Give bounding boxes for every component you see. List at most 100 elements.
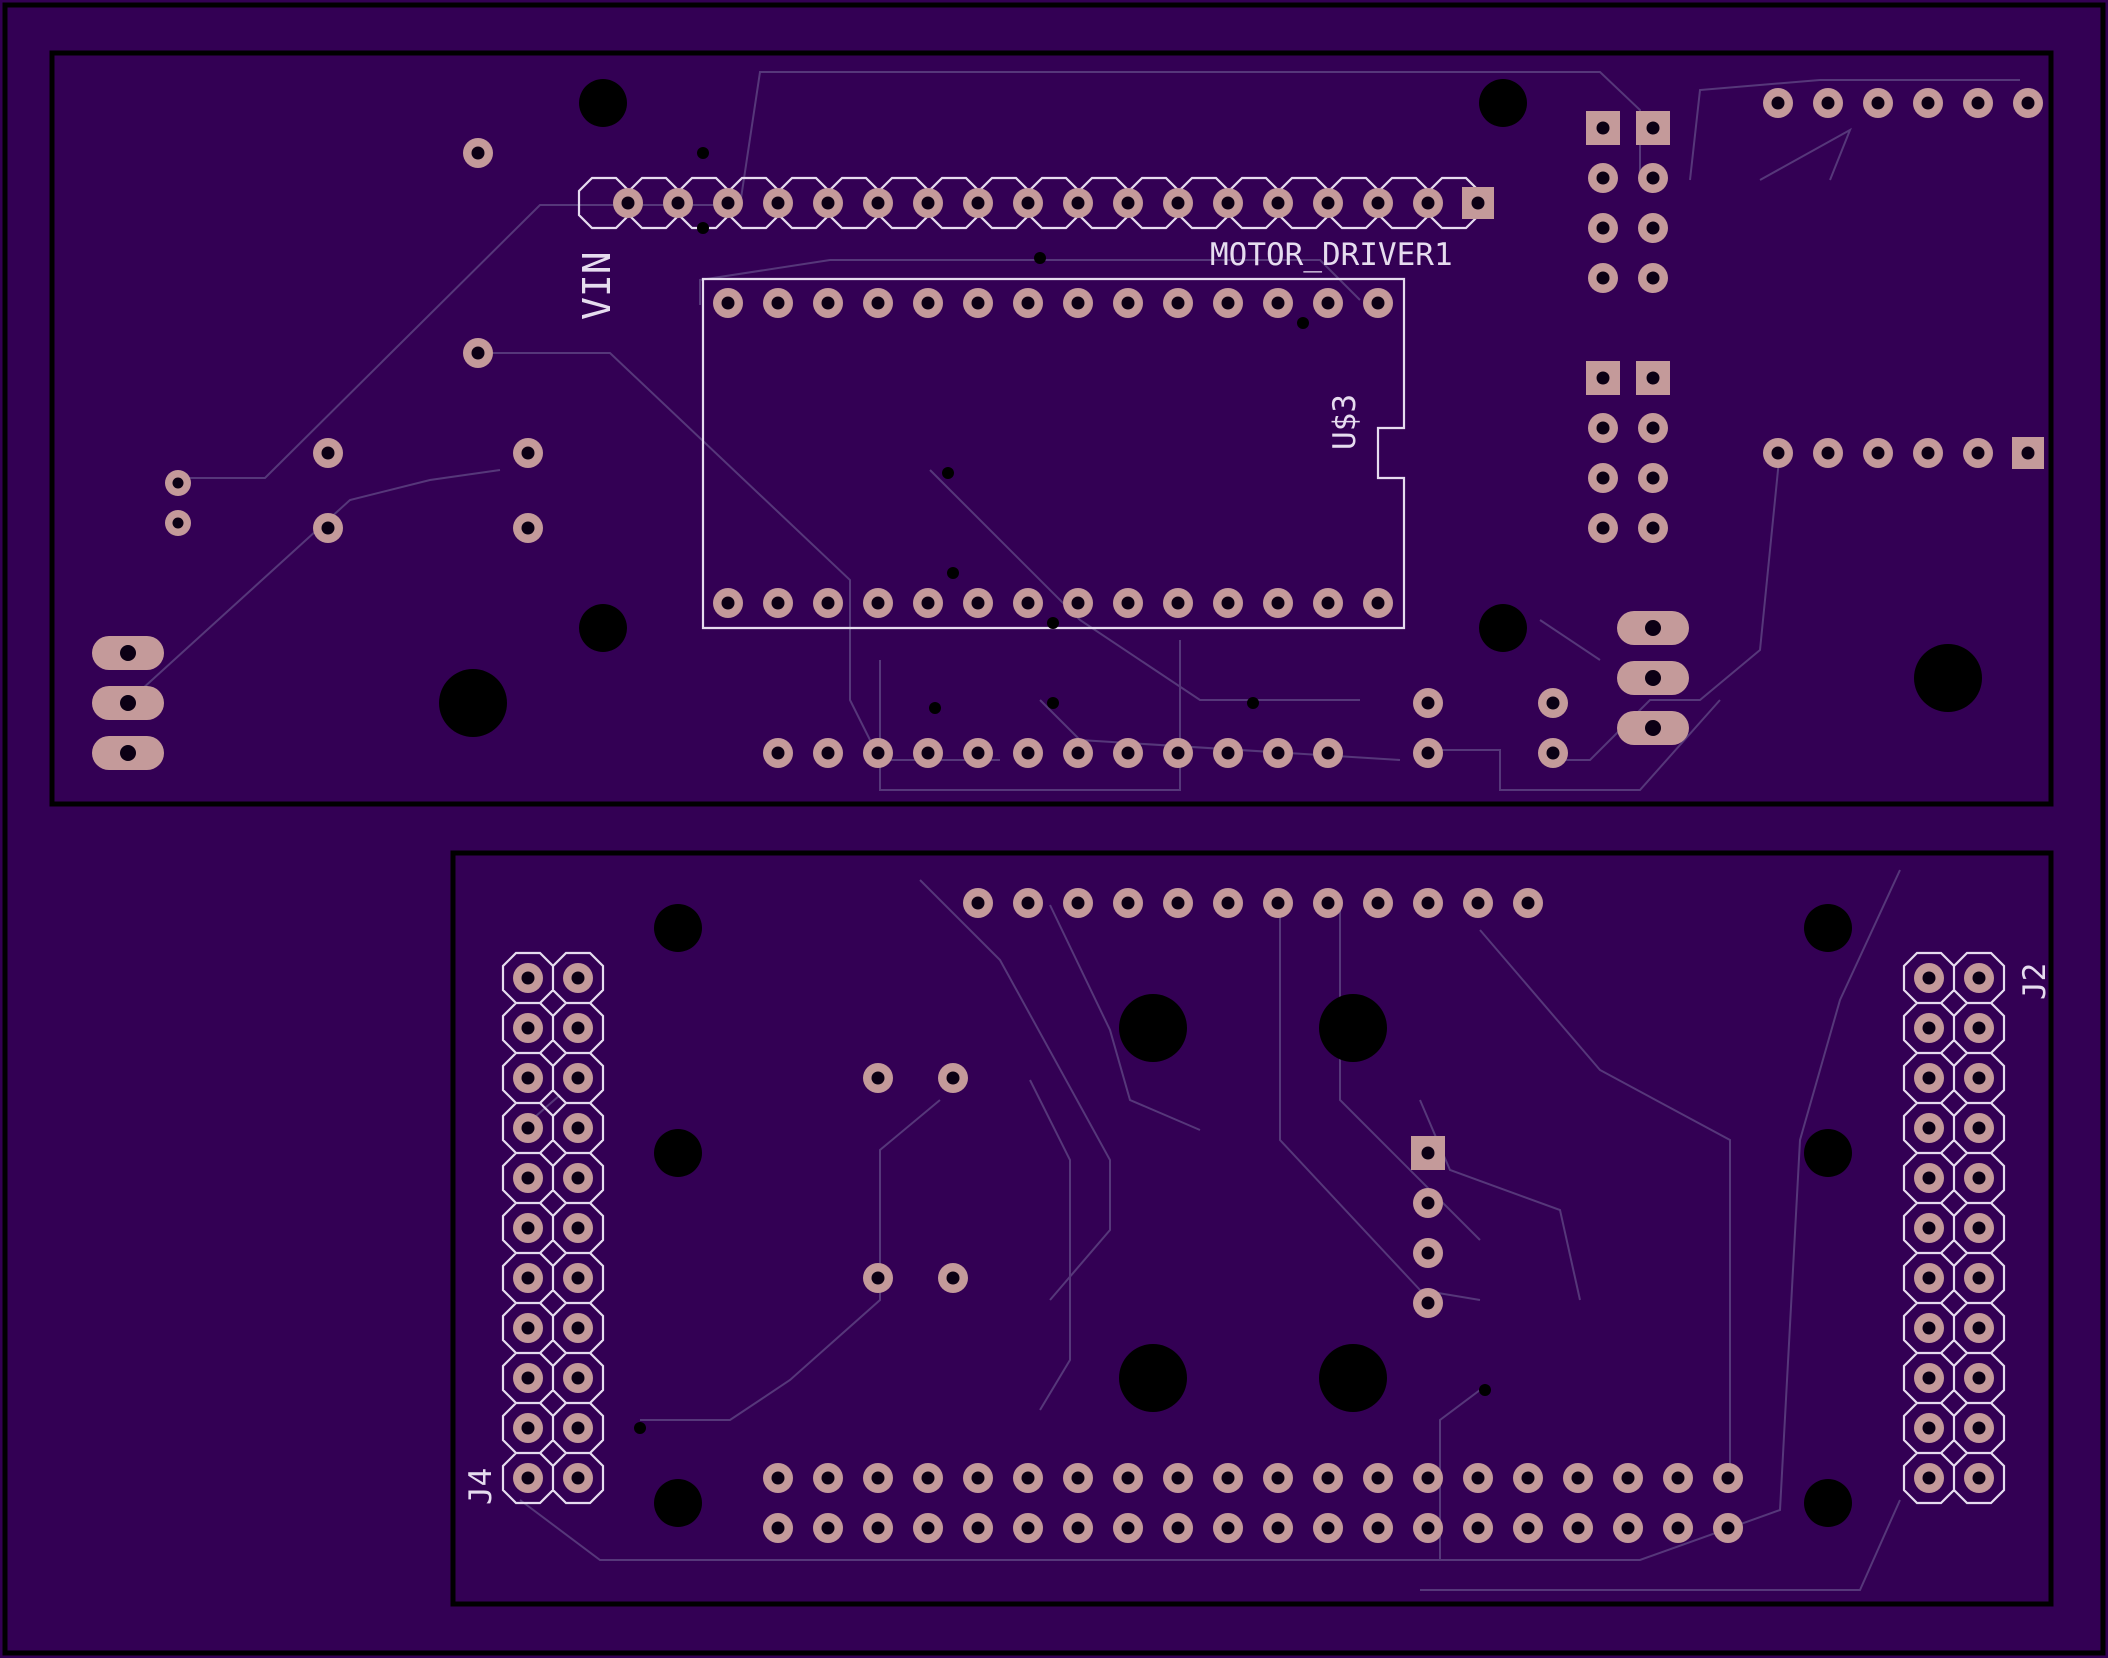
mounting-hole <box>439 669 507 737</box>
pad-drill <box>1922 1171 1936 1185</box>
mounting-hole <box>1119 994 1187 1062</box>
pad-drill <box>771 196 785 210</box>
pad-drill <box>1546 746 1560 760</box>
pad-drill <box>1921 96 1935 110</box>
pad-drill <box>1221 296 1235 310</box>
pad-drill <box>571 1121 585 1135</box>
pad-drill <box>1922 1321 1936 1335</box>
pad-drill <box>1371 596 1385 610</box>
pad-drill <box>1471 1471 1485 1485</box>
pad-drill <box>1271 746 1285 760</box>
pad-drill <box>921 1521 935 1535</box>
pad-drill <box>921 1471 935 1485</box>
pad-drill <box>1121 896 1135 910</box>
u3-outline <box>701 277 1406 630</box>
pad-drill <box>1021 296 1035 310</box>
pad-drill <box>1421 746 1435 760</box>
mounting-hole <box>654 904 702 952</box>
pad-drill <box>1171 1471 1185 1485</box>
pad-drill <box>321 521 335 535</box>
pad-drill <box>1171 596 1185 610</box>
pad-drill <box>571 1021 585 1035</box>
pad-drill <box>971 746 985 760</box>
pad-drill <box>1121 296 1135 310</box>
upper-board-outline <box>49 50 2054 807</box>
pad-drill <box>971 896 985 910</box>
mounting-hole <box>1914 644 1982 712</box>
pad-drill <box>571 1271 585 1285</box>
j2-label: J2 <box>2017 963 2053 1000</box>
pad-drill <box>2021 446 2035 460</box>
via <box>929 702 941 714</box>
pad-drill <box>821 296 835 310</box>
pad-drill <box>1321 596 1335 610</box>
pad-drill <box>1596 371 1610 385</box>
via <box>697 147 709 159</box>
pad-drill <box>172 477 184 489</box>
pad-drill <box>1121 1521 1135 1535</box>
pad-drill <box>1971 446 1985 460</box>
pad-drill <box>1321 1471 1335 1485</box>
mounting-hole <box>1119 1344 1187 1412</box>
pad-drill <box>1871 96 1885 110</box>
pad-drill <box>721 296 735 310</box>
pad-drill <box>521 971 535 985</box>
via <box>1479 1384 1491 1396</box>
mounting-hole <box>1479 79 1527 127</box>
pad-drill <box>1621 1521 1635 1535</box>
pad-drill <box>1371 296 1385 310</box>
pad-drill <box>1371 1521 1385 1535</box>
via <box>1047 617 1059 629</box>
mounting-hole <box>1804 904 1852 952</box>
mounting-holes <box>439 79 1982 1527</box>
pad-drill <box>1221 746 1235 760</box>
mounting-hole <box>579 79 627 127</box>
u3-label: U$3 <box>1327 394 1363 450</box>
via <box>1247 697 1259 709</box>
pad-drill <box>1922 1021 1936 1035</box>
pad-drill <box>1972 1471 1986 1485</box>
pad-drill <box>1271 896 1285 910</box>
pad-drill <box>1421 1521 1435 1535</box>
mounting-hole <box>1319 1344 1387 1412</box>
pad-drill <box>521 1421 535 1435</box>
j4-label: J4 <box>463 1468 499 1505</box>
pad-drill <box>871 1471 885 1485</box>
pad-drill <box>471 346 485 360</box>
pad-drill <box>1671 1471 1685 1485</box>
pad-drill <box>1972 971 1986 985</box>
pad-drill <box>1221 596 1235 610</box>
pad-drill <box>1921 446 1935 460</box>
pad-drill <box>321 446 335 460</box>
header-silkscreen <box>501 951 605 1505</box>
pad-drill <box>1621 1471 1635 1485</box>
via <box>1034 252 1046 264</box>
pad-drill <box>1596 271 1610 285</box>
pad-drill <box>521 1471 535 1485</box>
pad-drill <box>571 1221 585 1235</box>
pad-drill <box>921 746 935 760</box>
pad-drill <box>471 146 485 160</box>
pad-drill <box>521 1321 535 1335</box>
pad-drill <box>1371 896 1385 910</box>
pad-drill <box>521 521 535 535</box>
pad-drill <box>571 1071 585 1085</box>
pad-drill <box>1321 296 1335 310</box>
mounting-hole <box>1804 1479 1852 1527</box>
pad-drill <box>1646 471 1660 485</box>
pad-drill <box>1071 296 1085 310</box>
pad-drill <box>1646 121 1660 135</box>
pad-drill <box>1271 296 1285 310</box>
pad-drill <box>871 1271 885 1285</box>
pad-drill <box>1271 196 1285 210</box>
pad-drill <box>521 446 535 460</box>
mounting-hole <box>1804 1129 1852 1177</box>
pad-drill <box>1596 471 1610 485</box>
pad-drill <box>621 196 635 210</box>
pad-drill <box>1321 1521 1335 1535</box>
pad-drill <box>1596 421 1610 435</box>
j4-header-outline <box>501 951 605 1505</box>
pad-drill <box>521 1171 535 1185</box>
pad-drill <box>1571 1521 1585 1535</box>
pad-drill <box>921 196 935 210</box>
